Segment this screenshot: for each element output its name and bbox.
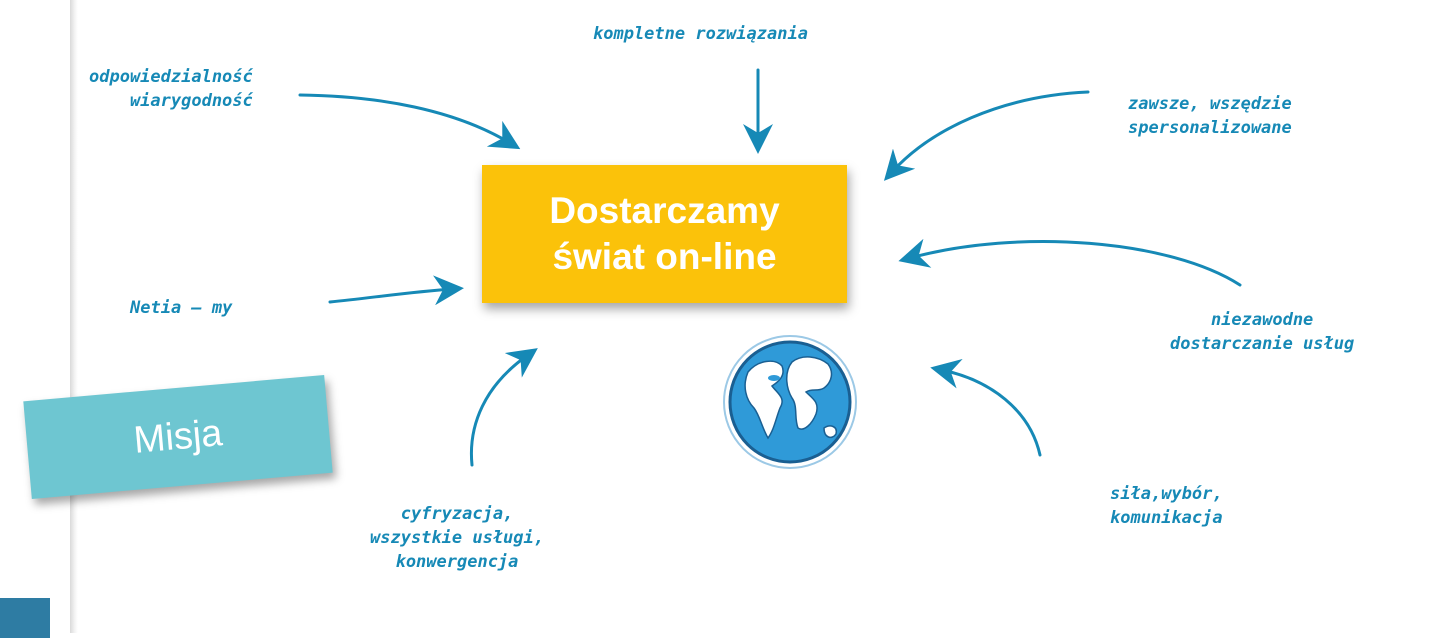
arrow-top-left bbox=[298, 93, 521, 150]
label-top-left: odpowiedzialność wiarygodność bbox=[89, 67, 253, 111]
mission-statement-line-1: Dostarczamy bbox=[549, 190, 780, 231]
arrow-bottom-right bbox=[930, 358, 1042, 457]
label-top-right: zawsze, wszędzie spersonalizowane bbox=[1128, 94, 1292, 138]
misja-label: Misja bbox=[131, 411, 224, 462]
mission-statement-line-2: świat on-line bbox=[552, 236, 777, 277]
globe-icon bbox=[723, 335, 857, 469]
arrow-bottom-left bbox=[469, 348, 538, 467]
label-top: kompletne rozwiązania bbox=[593, 24, 808, 44]
corner-block bbox=[0, 598, 50, 638]
label-bottom-left: cyfryzacja, wszystkie usługi, konwergenc… bbox=[370, 504, 544, 572]
margin-line bbox=[70, 0, 78, 633]
mission-statement-box: Dostarczamy świat on-line bbox=[482, 165, 847, 303]
label-mid-left: Netia – my bbox=[130, 298, 233, 318]
label-bottom-right: siła,wybór, komunikacja bbox=[1110, 484, 1223, 528]
label-mid-right: niezawodne dostarczanie usług bbox=[1170, 310, 1355, 354]
arrow-mid-left bbox=[328, 275, 464, 306]
arrow-mid-right bbox=[898, 238, 1242, 287]
arrow-top-right bbox=[883, 90, 1090, 181]
